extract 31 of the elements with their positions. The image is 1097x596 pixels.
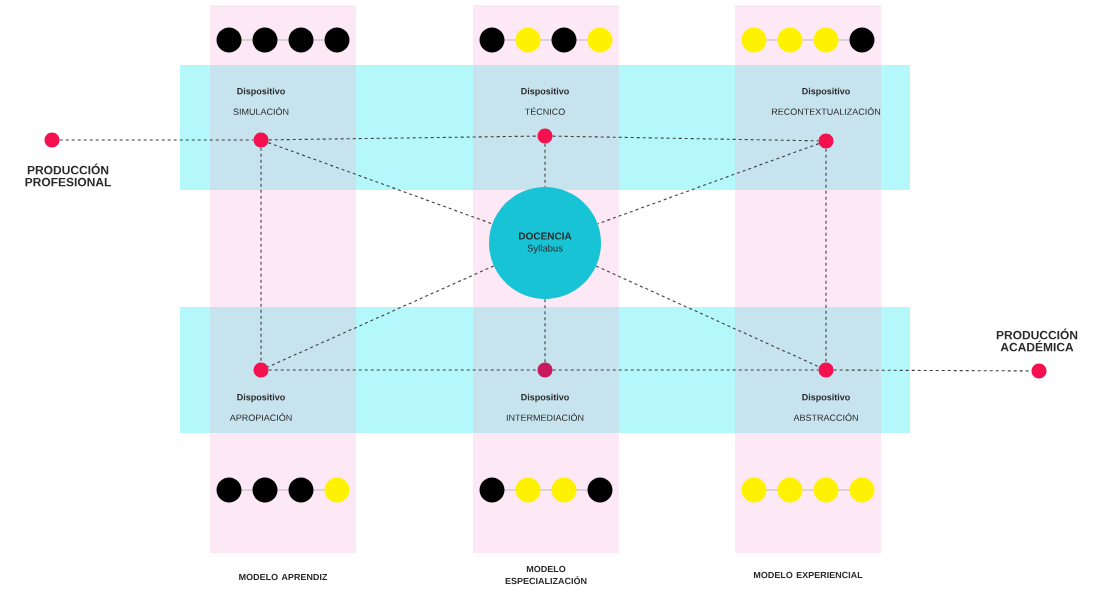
- device-name: TÉCNICO: [524, 107, 565, 115]
- circle-node: DOCENCIA Syllabus: [489, 187, 601, 299]
- connector: [59, 139, 254, 141]
- model-label: MODELO ESPECIALIZACIÓN: [505, 565, 587, 585]
- connector: [268, 369, 538, 371]
- device-name: INTERMEDIACIÓN: [506, 413, 584, 421]
- side-label: PRODUCCIÓN PROFESIONAL: [25, 163, 111, 187]
- device-name: SIMULACIÓN: [233, 107, 289, 115]
- device-title: Dispositivo: [802, 393, 850, 403]
- model-label: MODELO APRENDIZ: [239, 573, 328, 581]
- connector: [544, 143, 546, 188]
- connector: [544, 298, 546, 363]
- device-title: Dispositivo: [802, 87, 850, 97]
- connector: [552, 369, 819, 371]
- connector: [552, 135, 819, 142]
- connector: [260, 147, 262, 363]
- device-title: Dispositivo: [237, 393, 285, 403]
- side-label: PRODUCCIÓN ACADÉMICA: [996, 328, 1078, 352]
- connector: [268, 135, 538, 141]
- device-name: ABSTRACCIÓN: [793, 413, 858, 421]
- connector: [825, 148, 827, 363]
- device-title: Dispositivo: [521, 87, 569, 97]
- device-title: Dispositivo: [237, 87, 285, 97]
- model-label: MODELO EXPERIENCIAL: [753, 571, 863, 579]
- device-name: APROPIACIÓN: [229, 413, 292, 421]
- device-title: Dispositivo: [521, 393, 569, 403]
- connector: [595, 265, 820, 368]
- connector: [597, 143, 820, 225]
- connector: [267, 265, 495, 368]
- connector: [267, 142, 493, 225]
- device-name: RECONTEXTUALIZACIÓN: [772, 107, 881, 115]
